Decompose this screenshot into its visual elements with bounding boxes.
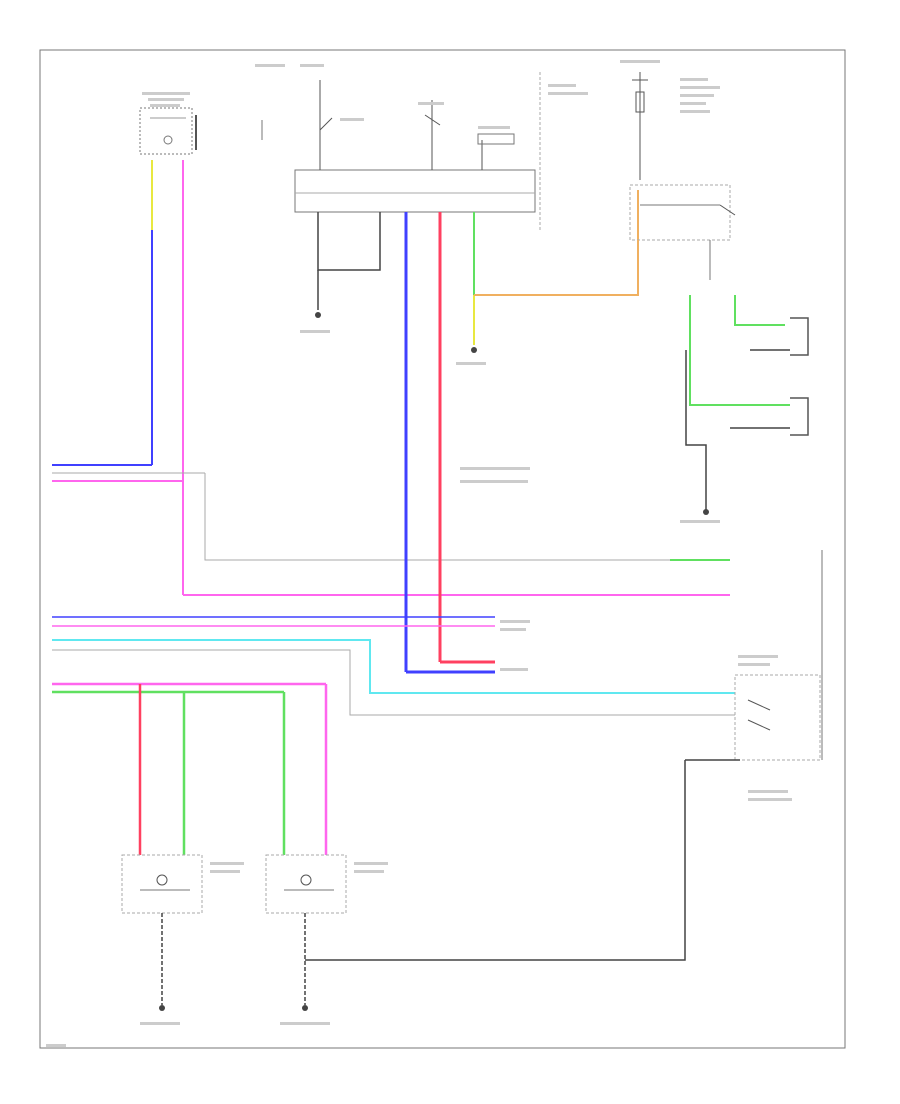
wire-green-right-upper — [734, 295, 785, 326]
faint-label-marks — [46, 330, 792, 1047]
ground-icon — [703, 509, 709, 515]
switch-icon — [790, 317, 809, 436]
relay-icon — [261, 72, 541, 230]
wire-black-loop — [317, 212, 381, 271]
fuse-icon — [632, 72, 648, 180]
relay-label-marks — [255, 64, 588, 129]
sensor-icon — [139, 107, 197, 155]
actuator-icon — [265, 854, 347, 914]
wire-gray-bus — [52, 649, 735, 716]
ground-icon — [315, 312, 321, 318]
wire-cyan-bus — [52, 639, 735, 694]
ground-icon — [302, 1005, 308, 1011]
wire-orange — [474, 190, 639, 296]
wire-black-bottom-return — [305, 760, 686, 961]
switch-icon — [629, 184, 736, 280]
wire-black-ground — [685, 350, 707, 510]
ground-icon — [471, 347, 477, 353]
wire-green-right — [689, 295, 790, 406]
ground-icon — [159, 1005, 165, 1011]
door-lock-switch-icon — [734, 550, 823, 761]
wire-gray-long — [204, 473, 730, 561]
diagram-frame — [39, 49, 846, 1049]
sensor-label-marks — [142, 92, 190, 107]
actuator-icon — [121, 854, 203, 914]
fuse-label-marks — [620, 60, 720, 113]
